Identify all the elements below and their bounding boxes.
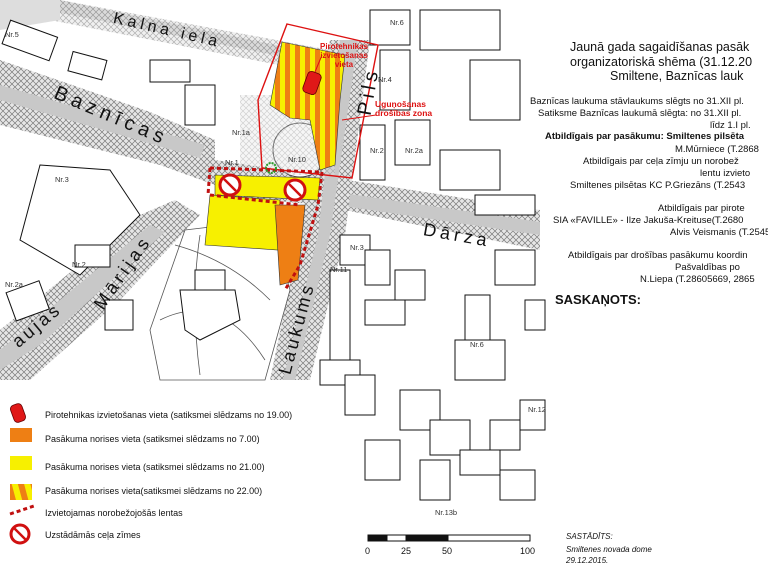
label-nr10: Nr.10 <box>288 155 306 164</box>
fire-zone-label: Uguņošanas drošības zona <box>375 99 433 118</box>
info-pyro-2: Alvis Veismanis (T.2545 <box>670 227 768 238</box>
info-responsible-name: M.Mūrniece (T.2868 <box>675 144 759 155</box>
title-line-2: organizatoriskā shēma (31.12.20 <box>570 55 753 69</box>
title-line-3: Smiltene, Baznīcas lauk <box>610 69 744 83</box>
scale-label-25: 25 <box>401 546 412 556</box>
label-nr1a: Nr.1a <box>232 128 250 137</box>
info-safety-1: Atbildīgais par drošības pasākumu koordi… <box>568 250 748 261</box>
info-safety-3: N.Liepa (T.28605669, 2865 <box>640 274 755 285</box>
legend-item-signs: Uzstādāmās ceļa zīmes <box>45 530 141 540</box>
legend-item-pyro: Pirotehnikas izvietošanas vieta (satiksm… <box>45 410 293 420</box>
label-nr3-left: Nr.3 <box>55 175 69 184</box>
label-nr5: Nr.5 <box>5 30 19 39</box>
legend-item-orange-7: Pasākuma norises vieta (satiksmei slēdza… <box>45 434 260 444</box>
label-nr2: Nr.2 <box>370 146 384 155</box>
barrier-tapes <box>206 166 324 291</box>
pyro-place-label: Pirotehnikas izvietošanas vieta <box>320 42 369 69</box>
label-nr6: Nr.6 <box>390 18 404 27</box>
scale-label-0: 0 <box>365 546 371 556</box>
approved-heading: SASKAŅOTS: <box>555 292 641 307</box>
info-roads-3: Smiltenes pilsētas KC P.Griezāns (T.2543 <box>570 180 746 191</box>
area-striped-top <box>269 41 346 171</box>
road-sign-1 <box>218 173 242 197</box>
label-nr1: Nr.1 <box>225 158 239 167</box>
scale-label-50: 50 <box>442 546 453 556</box>
info-roads-2: lentu izvieto <box>700 168 751 179</box>
scale-label-100: 100 <box>520 546 536 556</box>
road-sign-2 <box>283 178 307 202</box>
title-line-1: Jaunā gada sagaidīšanas pasāk <box>570 40 750 54</box>
label-nr2-left: Nr.2 <box>72 260 86 269</box>
credit-compiled: SASTĀDĪTS: <box>566 532 613 541</box>
label-nr2a: Nr.2a <box>405 146 423 155</box>
info-closed-2: Satiksme Baznīcas laukumā slēgta: no 31.… <box>538 108 742 119</box>
info-responsible-heading: Atbildīgais par pasākumu: Smiltenes pils… <box>545 131 745 142</box>
buildings <box>1 9 546 501</box>
credit-council: Smiltenes novada dome <box>566 545 652 554</box>
label-nr4: Nr.4 <box>378 75 392 84</box>
pyro-spot <box>302 70 322 96</box>
info-roads-1: Atbildīgais par ceļa zīmju un norobež <box>583 156 739 167</box>
label-nr2a-left: Nr.2a <box>5 280 23 289</box>
label-nr6b: Nr.6 <box>470 340 484 349</box>
label-nr11: Nr.11 <box>330 265 348 274</box>
legend-item-tapes: Izvietojamas norobežojošās lentas <box>45 508 183 518</box>
label-nr3: Nr.3 <box>350 243 364 252</box>
legend-item-yellow-21: Pasākuma norises vieta (satiksmei slēdza… <box>45 462 265 472</box>
scale-bar <box>367 534 531 542</box>
info-closed-3: līdz 1.I pl. <box>710 120 751 131</box>
legend-item-striped-22: Pasākuma norises vieta(satiksmei slēdzam… <box>45 486 263 496</box>
info-closed-1: Baznīcas laukuma stāvlaukums slēgts no 3… <box>530 96 744 107</box>
event-areas <box>204 41 346 286</box>
fire-safety-zone <box>257 23 379 179</box>
legend-swatches <box>9 403 35 545</box>
tree-icon <box>265 162 277 174</box>
credit-date: 29.12.2015. <box>566 556 609 565</box>
label-nr12: Nr.12 <box>528 405 546 414</box>
info-pyro-heading: Atbildīgais par pirote <box>658 203 745 214</box>
area-yellow <box>204 194 281 251</box>
info-pyro-1: SIA «FAVILLE» - Ilze Jakuša-Kreituse(T.2… <box>553 215 744 226</box>
info-safety-2: Pašvaldības po <box>675 262 740 273</box>
label-nr13b: Nr.13b <box>435 508 458 517</box>
